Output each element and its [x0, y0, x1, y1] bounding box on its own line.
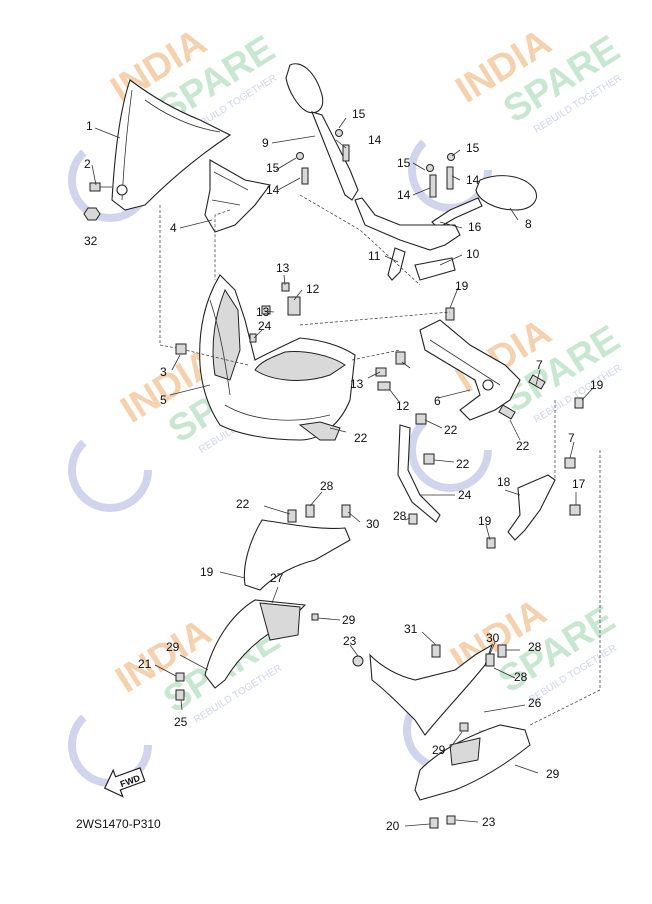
- callout-13: 13: [256, 305, 270, 319]
- callout-10: 10: [466, 247, 480, 261]
- callout-13: 13: [350, 377, 364, 391]
- watermark-logo-circle: [408, 408, 492, 492]
- callout-15: 15: [397, 156, 411, 170]
- callout-20: 29: [546, 767, 560, 781]
- callout-28: 30: [486, 631, 500, 645]
- mirror-stay-part: [354, 197, 461, 281]
- callout-12: 12: [306, 282, 320, 296]
- callout-18: 24: [458, 488, 472, 502]
- bolt-part: [445, 307, 584, 420]
- callout-22: 22: [444, 423, 458, 437]
- callout-26: 28: [514, 670, 528, 684]
- callout-14: 14: [466, 173, 480, 187]
- inner-bracket-part: [204, 159, 271, 233]
- bolt-part: [296, 129, 350, 185]
- callout-13: 13: [276, 261, 290, 275]
- headlight-stay-part: [419, 319, 521, 421]
- watermark-2: INDIA SPARE REBUILD TOGETHER: [449, 21, 628, 136]
- callout-29: 26: [528, 696, 542, 710]
- callout-25: 23: [482, 815, 496, 829]
- windscreen-part: [111, 79, 232, 211]
- leader-lines: [91, 117, 594, 827]
- callout-7: 22: [516, 439, 530, 453]
- callout-19: 28: [393, 509, 407, 523]
- callout-7: 7: [536, 358, 543, 372]
- callout-labels: 1 2 32 4 9 15 14 15 14 15 15 14 14 16 8 …: [84, 107, 604, 833]
- callout-22: 7: [568, 431, 575, 445]
- left-bracket-part: [397, 413, 441, 525]
- left-mirror-part: [285, 63, 359, 201]
- callout-29: 29: [342, 613, 356, 627]
- callout-11: 11: [368, 249, 381, 263]
- callout-29: 29: [432, 743, 446, 757]
- watermark-group: INDIA SPARE REBUILD TOGETHER INDIA SPARE…: [68, 21, 628, 787]
- callout-17: 18: [497, 475, 511, 489]
- callout-2: 2: [84, 157, 91, 171]
- assembly-lines: [159, 194, 601, 726]
- callout-16: 16: [468, 220, 482, 234]
- clip-part: [375, 351, 406, 391]
- callout-14: 14: [397, 188, 411, 202]
- callout-14: 14: [266, 183, 280, 197]
- bolt-part: [426, 153, 455, 198]
- callout-8: 8: [525, 217, 532, 231]
- diagram-code: 2WS1470-P310: [76, 817, 161, 831]
- left-side-panel-part: [204, 519, 351, 689]
- callout-5: 5: [160, 393, 167, 407]
- callout-14: 14: [368, 133, 382, 147]
- bolt-part: [175, 504, 351, 701]
- watermark-logo-circle: [408, 128, 492, 212]
- callout-22: 22: [456, 457, 470, 471]
- callout-6: 6: [434, 394, 441, 408]
- callout-19: 19: [590, 378, 604, 392]
- callout-30: 28: [320, 479, 334, 493]
- callout-19: 19: [478, 514, 492, 528]
- callout-21: 29: [166, 640, 180, 654]
- callout-27: 19: [200, 565, 214, 579]
- callout-28: 22: [236, 497, 250, 511]
- callout-24: 22: [354, 431, 368, 445]
- callout-4: 4: [170, 221, 177, 235]
- watermark-logo-circle: [68, 428, 152, 512]
- callout-12: 12: [396, 399, 410, 413]
- callout-15: 15: [466, 141, 480, 155]
- callout-22: 17: [572, 477, 586, 491]
- callout-23: 20: [386, 819, 400, 833]
- callout-25: 21: [138, 657, 152, 671]
- bolt-part: [352, 644, 507, 829]
- callout-23: 25: [174, 715, 188, 729]
- right-bracket-part: [486, 457, 581, 549]
- callout-15: 15: [266, 161, 280, 175]
- callout-32: 32: [84, 234, 98, 248]
- callout-19: 19: [455, 279, 469, 293]
- callout-28: 28: [528, 640, 542, 654]
- callout-9: 9: [262, 136, 269, 150]
- clip-part: [175, 282, 301, 355]
- callout-3: 3: [160, 365, 167, 379]
- callout-28: 30: [366, 517, 380, 531]
- callout-24: 24: [258, 319, 272, 333]
- front-cowl-part: [199, 274, 356, 441]
- nut-part: [83, 207, 101, 221]
- callout-31: 23: [343, 634, 357, 648]
- screw-part: [89, 182, 112, 192]
- callout-29: 27: [270, 571, 284, 585]
- callout-15: 15: [352, 107, 366, 121]
- callout-30: 31: [404, 622, 418, 636]
- callout-1: 1: [86, 119, 93, 133]
- right-side-panel-part: [369, 643, 531, 801]
